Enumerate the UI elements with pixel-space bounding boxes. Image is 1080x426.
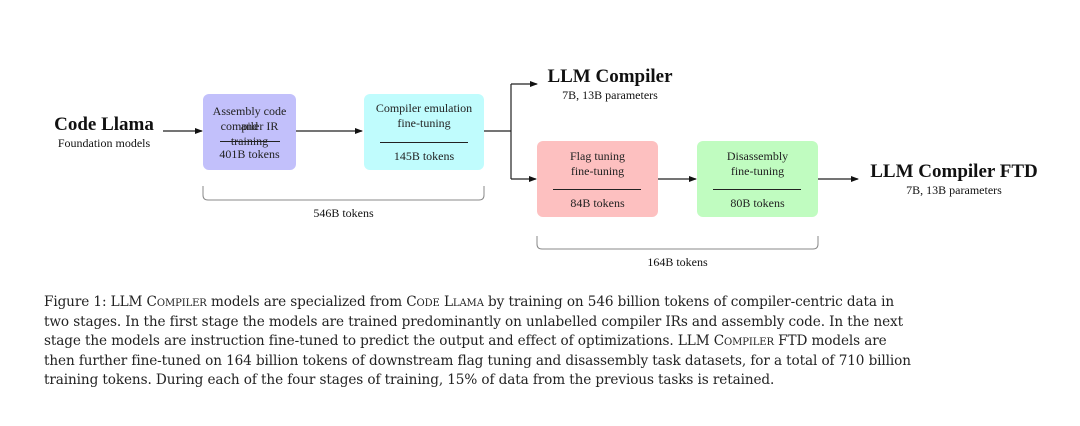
stage-name-line1: Compiler emulation	[375, 101, 473, 115]
stage-name-line2: fine-tuning	[397, 116, 451, 130]
caption-smallcaps: Compiler	[713, 333, 774, 349]
output2-subtitle: 7B, 13B parameters	[906, 183, 1002, 197]
output2-title: LLM Compiler FTD	[870, 161, 1038, 182]
stage2-total-label: 164B tokens	[647, 255, 708, 269]
stage-name-line2: compiler IR training	[220, 119, 279, 148]
caption-text: by training on 546 billion tokens of com…	[483, 294, 895, 310]
stage-name-line2: fine-tuning	[570, 164, 625, 178]
output1-title: LLM Compiler	[547, 66, 673, 87]
stage-name-line1: Disassembly	[726, 149, 789, 163]
source-node-code-llama: Code Llama Foundation models	[50, 114, 158, 151]
stage-tokens: 145B tokens	[393, 149, 455, 163]
caption-smallcaps: Code Llama	[406, 294, 484, 310]
source-title: Code Llama	[54, 114, 154, 135]
output-node-llm-compiler-ftd: LLM Compiler FTD 7B, 13B parameters	[864, 161, 1044, 198]
caption-line-5: training tokens. During each of the four…	[44, 372, 775, 388]
divider	[220, 141, 280, 143]
divider	[553, 189, 641, 191]
divider	[380, 142, 468, 144]
stage-box-assembly-ir-training: Assembly code and compiler IR training 4…	[203, 94, 296, 170]
caption-line-4: then further fine-tuned on 164 billion t…	[44, 352, 911, 369]
stage-name-line1: Flag tuning	[569, 149, 625, 163]
figure-caption: Figure 1: LLM Compiler models are specia…	[44, 293, 1044, 391]
stage1-total-label: 546B tokens	[313, 206, 374, 220]
caption-text: Figure 1: LLM	[44, 294, 147, 310]
caption-text: FTD models are	[773, 333, 887, 349]
source-subtitle: Foundation models	[57, 136, 151, 150]
caption-text: stage the models are instruction fine-tu…	[44, 333, 714, 349]
output-node-llm-compiler: LLM Compiler 7B, 13B parameters	[540, 66, 680, 103]
stage-name-line1: Assembly code and	[212, 104, 287, 133]
caption-text: models are specialized from	[206, 294, 407, 310]
caption-line-1: Figure 1: LLM Compiler models are specia…	[44, 293, 1044, 313]
caption-line-2: two stages. In the first stage the model…	[44, 313, 903, 330]
caption-line-3: stage the models are instruction fine-tu…	[44, 332, 1044, 352]
stage-box-flag-tuning: Flag tuning fine-tuning 84B tokens	[537, 141, 658, 217]
stage-box-disassembly: Disassembly fine-tuning 80B tokens	[697, 141, 818, 217]
stage-name-line2: fine-tuning	[730, 164, 785, 178]
divider	[713, 189, 801, 191]
stage-tokens: 80B tokens	[730, 196, 785, 210]
stage-tokens: 401B tokens	[219, 147, 280, 161]
output1-subtitle: 7B, 13B parameters	[562, 88, 658, 102]
caption-smallcaps: Compiler	[146, 294, 207, 310]
stage-box-compiler-emulation: Compiler emulation fine-tuning 145B toke…	[364, 94, 484, 170]
stage-tokens: 84B tokens	[570, 196, 625, 210]
